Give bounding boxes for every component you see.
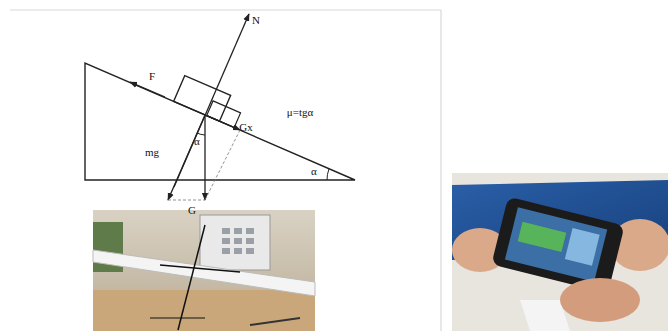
- force-label: μ=tgα: [285, 106, 315, 119]
- force-label: Gx: [237, 121, 254, 134]
- force-label: N: [250, 14, 262, 27]
- force-label: mg: [143, 146, 161, 159]
- force-label: α: [192, 135, 202, 148]
- photo-ramp: [93, 210, 315, 331]
- force-label: F: [147, 70, 157, 83]
- photo-phone: [452, 173, 668, 331]
- force-label: α: [309, 165, 319, 178]
- force-label: G: [186, 204, 198, 217]
